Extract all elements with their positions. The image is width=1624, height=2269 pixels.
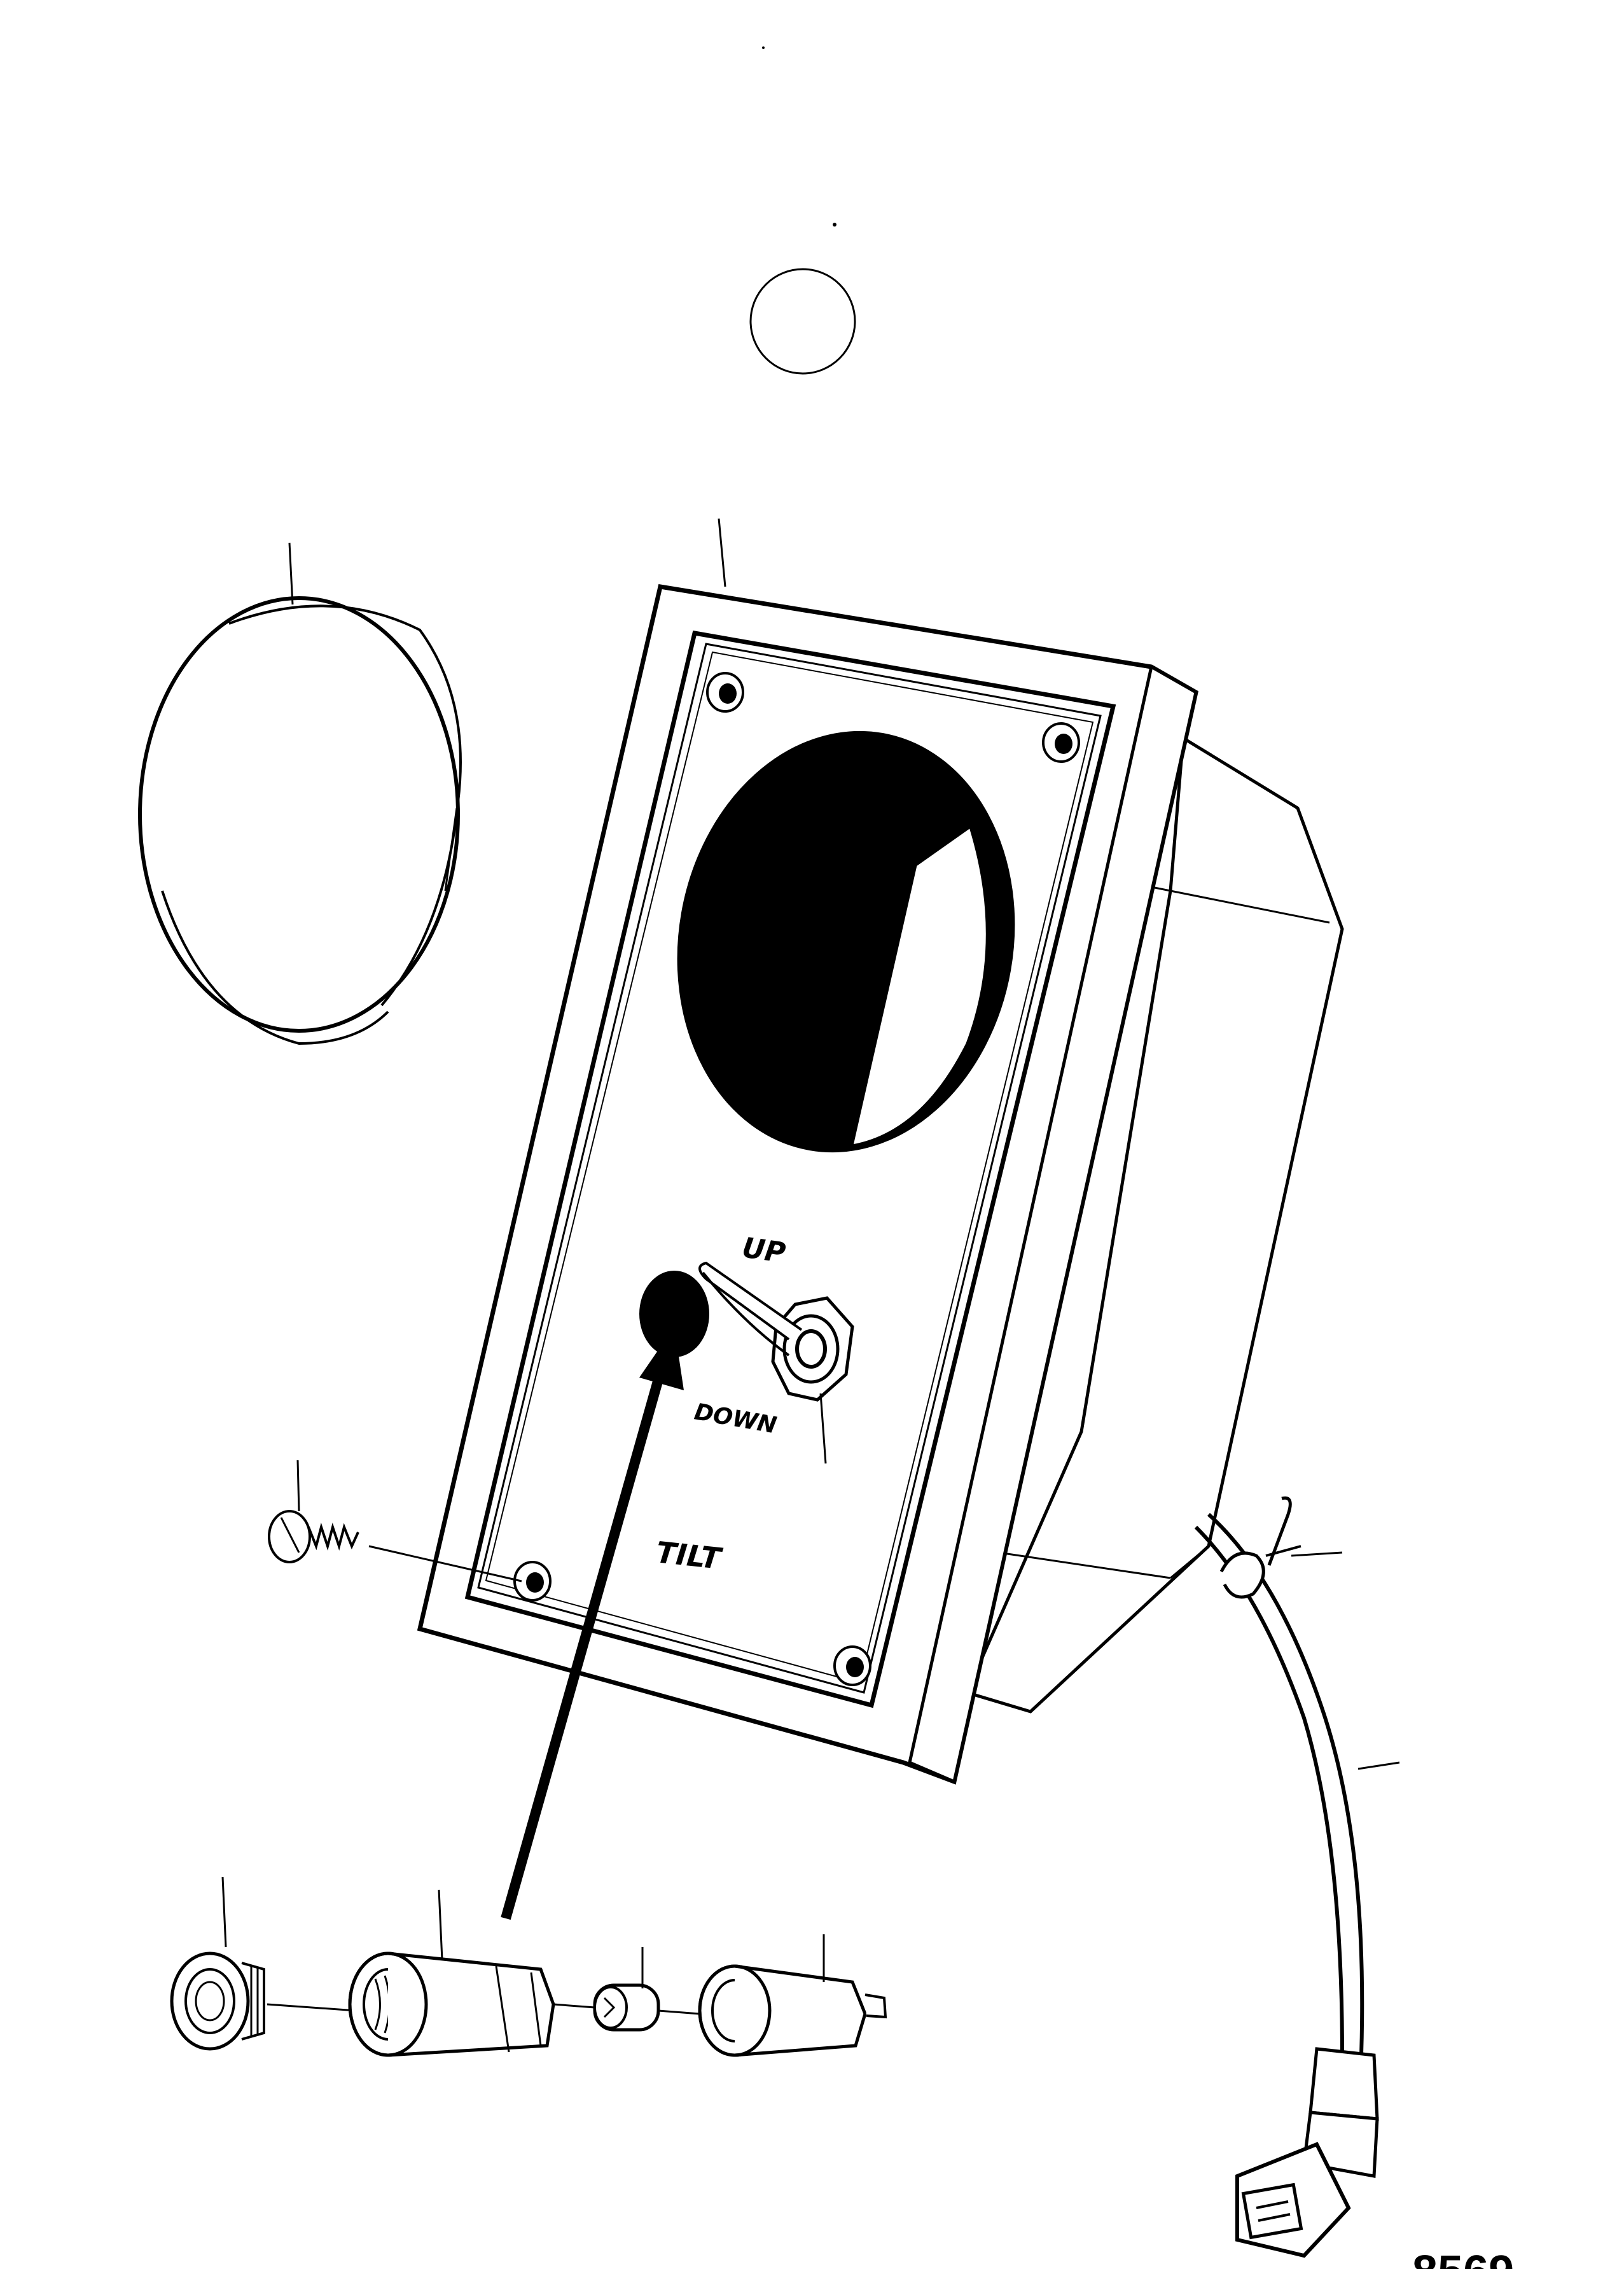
leader-line bbox=[296, 1460, 300, 1512]
indicator-lamp-assembly bbox=[170, 1876, 887, 2057]
lamp-lens-cap bbox=[170, 1951, 265, 2051]
speck bbox=[762, 46, 765, 49]
figure-number: 8569 bbox=[1412, 2247, 1514, 2269]
label-tilt: TILT bbox=[655, 1535, 725, 1576]
leader-line bbox=[819, 1393, 827, 1464]
leader-line bbox=[288, 542, 294, 605]
label-up: UP bbox=[740, 1231, 787, 1269]
lamp-holder bbox=[658, 1964, 887, 2057]
front-panel: UP DOWN TILT bbox=[417, 518, 1198, 1785]
speck bbox=[833, 223, 836, 227]
panel-screw bbox=[833, 1645, 871, 1686]
leader-line bbox=[438, 1889, 443, 1960]
lens-cover bbox=[138, 596, 462, 1045]
leader-line bbox=[221, 1876, 227, 1948]
leader-line bbox=[1291, 1551, 1343, 1557]
leader-line bbox=[1357, 1761, 1400, 1770]
leader-line bbox=[718, 518, 726, 587]
assembly-arrow bbox=[501, 1327, 684, 1920]
toggle-switch[interactable] bbox=[698, 1261, 854, 1402]
panel-screw bbox=[513, 1561, 552, 1602]
cable-assembly bbox=[1194, 1496, 1379, 2258]
panel-screw bbox=[1042, 722, 1080, 763]
gauge-opening bbox=[677, 730, 1015, 1153]
mounting-screw bbox=[268, 1510, 522, 1582]
reference-circle bbox=[749, 268, 856, 375]
indicator-lamp-hole bbox=[639, 1271, 709, 1357]
lamp-bulb bbox=[553, 1983, 660, 2032]
panel-screw bbox=[706, 672, 744, 713]
lamp-sleeve bbox=[348, 1951, 555, 2057]
